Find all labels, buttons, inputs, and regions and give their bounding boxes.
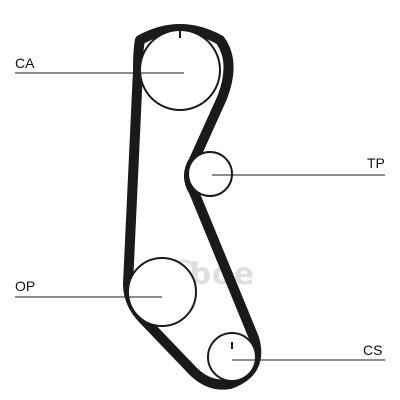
oil-pump-label: OP [15,278,35,294]
crankshaft-label: CS [363,342,382,358]
camshaft-pulley [139,29,221,111]
oil-pump-pulley [127,257,197,327]
camshaft-label: CA [15,55,35,71]
tensioner-label: TP [367,155,385,171]
tensioner-pulley [187,151,233,197]
crankshaft-pulley [207,332,257,382]
